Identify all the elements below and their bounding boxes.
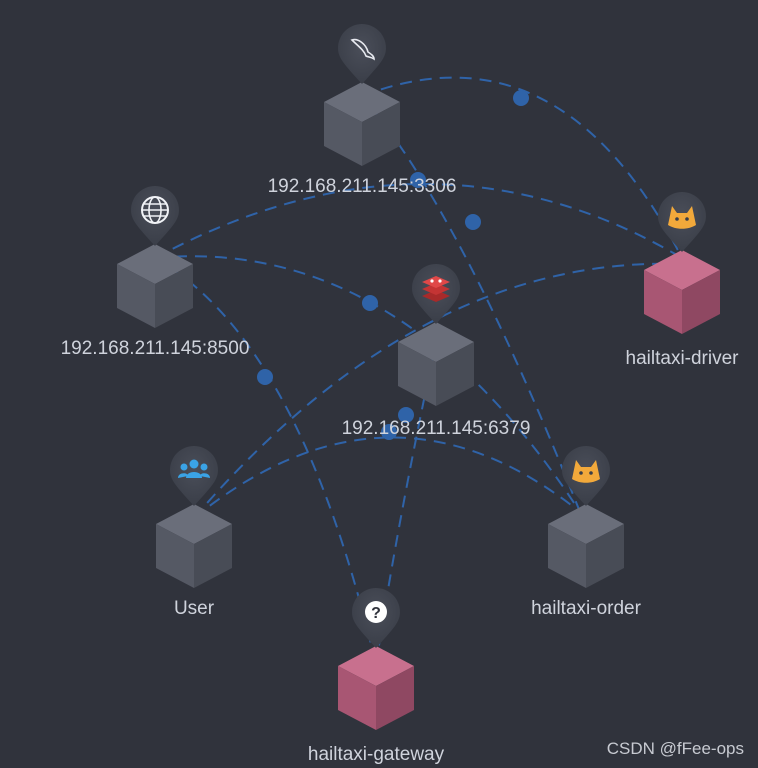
- mysql-dolphin-icon: [338, 24, 386, 84]
- cube-left: [156, 524, 194, 588]
- edge-flow-dot: [465, 214, 481, 230]
- tomcat-cat-icon: [562, 446, 610, 506]
- node-hailtaxi-driver[interactable]: hailtaxi-driver: [626, 192, 740, 369]
- edge-gateway-to-redis: [375, 341, 437, 666]
- node-redis[interactable]: 192.168.211.145:6379: [342, 264, 531, 439]
- edge-flow-dot: [362, 295, 378, 311]
- users-icon: [170, 446, 218, 506]
- node-user[interactable]: User: [156, 446, 232, 619]
- node-label: 192.168.211.145:6379: [342, 418, 531, 439]
- edge-user-to-order: [193, 436, 581, 519]
- edge-consul-to-gateway: [154, 257, 377, 666]
- node-label: hailtaxi-driver: [626, 348, 740, 369]
- edge-user-to-driver: [193, 262, 683, 519]
- node-label: 192.168.211.145:8500: [61, 338, 250, 359]
- edge-flow-dot: [381, 424, 397, 440]
- node-label: User: [174, 598, 215, 619]
- node-label: hailtaxi-order: [531, 598, 641, 619]
- watermark: CSDN @fFee-ops: [607, 739, 744, 758]
- cube-right: [362, 102, 400, 166]
- edge-flow-dot: [410, 172, 426, 188]
- cube-right: [194, 524, 232, 588]
- edge-mysql-to-order: [361, 95, 581, 513]
- cube-left: [338, 666, 376, 730]
- cube-right: [155, 264, 193, 328]
- node-mysql[interactable]: 192.168.211.145:3306: [268, 24, 457, 197]
- node-consul[interactable]: 192.168.211.145:8500: [61, 186, 250, 359]
- cube-left: [324, 102, 362, 166]
- edge-consul-to-order: [154, 255, 581, 513]
- cube-right: [376, 666, 414, 730]
- node-hailtaxi-order[interactable]: hailtaxi-order: [531, 446, 642, 619]
- globe-icon: [131, 186, 179, 246]
- cube-left: [548, 524, 586, 588]
- svg-text:?: ?: [371, 605, 381, 622]
- edge-flow-dot: [257, 369, 273, 385]
- tomcat-cat-icon: [658, 192, 706, 252]
- edge-flow-dot: [513, 90, 529, 106]
- cube-right: [586, 524, 624, 588]
- redis-icon: [412, 264, 460, 324]
- edge-flow-dot: [398, 407, 414, 423]
- cube-left: [644, 270, 682, 334]
- cube-right: [436, 342, 474, 406]
- question-icon: ?: [352, 588, 400, 648]
- cube-left: [117, 264, 155, 328]
- cube-left: [398, 342, 436, 406]
- node-hailtaxi-gateway[interactable]: ? hailtaxi-gateway: [308, 588, 445, 765]
- node-label: 192.168.211.145:3306: [268, 176, 457, 197]
- cube-right: [682, 270, 720, 334]
- edge-mysql-to-driver: [361, 76, 683, 259]
- node-label: hailtaxi-gateway: [308, 744, 445, 765]
